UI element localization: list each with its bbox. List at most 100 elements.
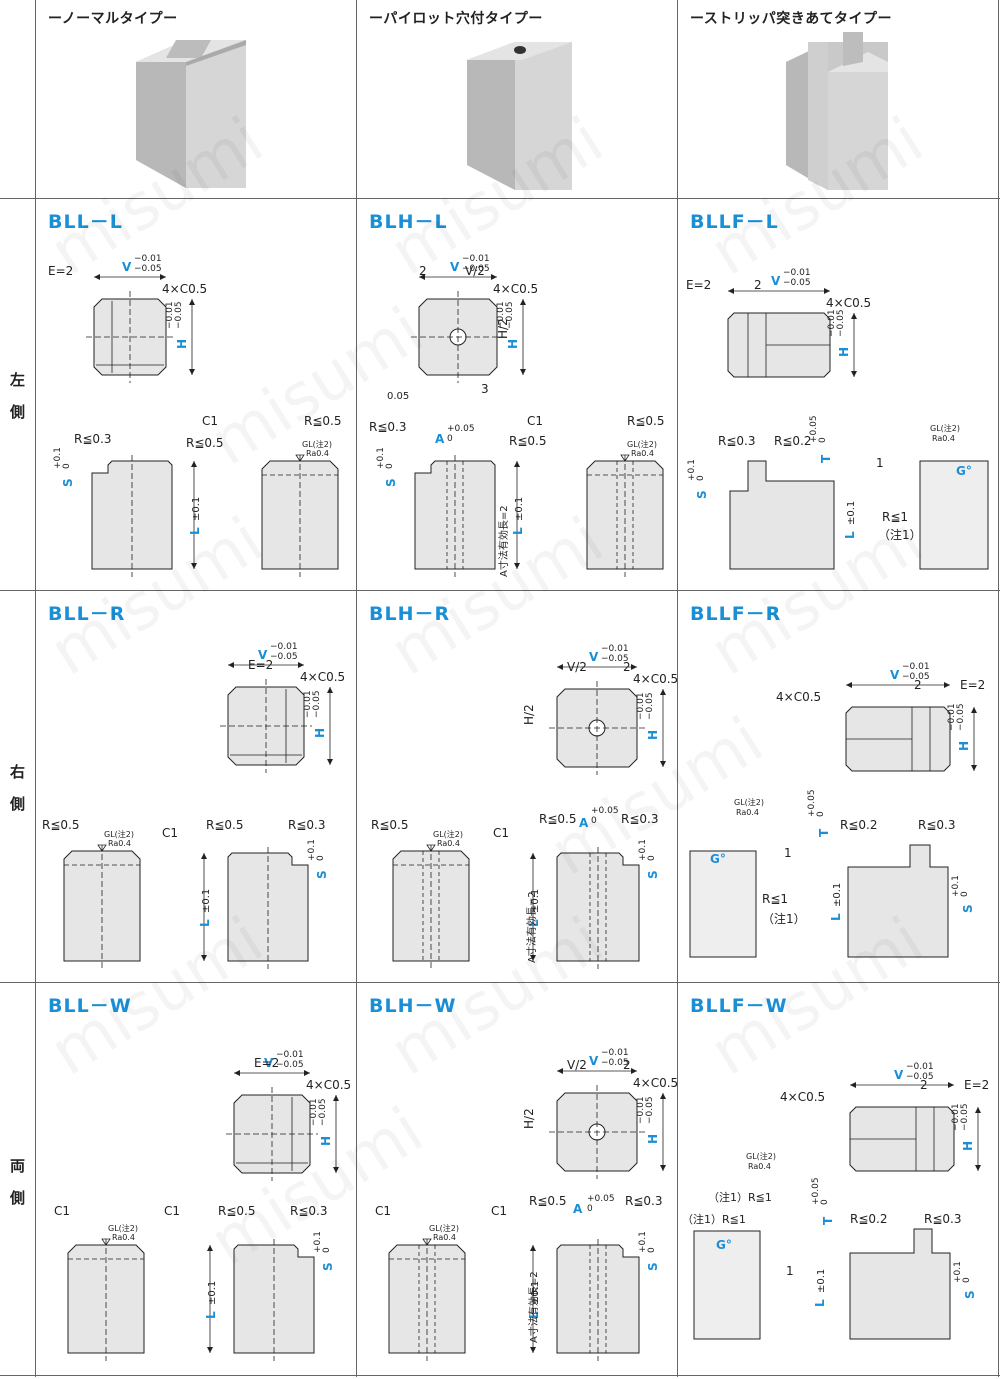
tolerance-lower: 0 [816,811,826,817]
radius-note: R≦0.3 [74,432,111,446]
tolerance-lower: 0 [322,1247,332,1253]
tolerance-lower: 0 [385,463,395,469]
radius-note: R≦0.3 [718,434,755,448]
tolerance-upper: −0.01 [636,692,646,720]
chamfer-note: C1 [493,826,509,840]
arrowhead [298,662,304,668]
surface-ra-note: Ra0.4 [932,434,955,443]
surface-gl-note: GL(注2) [104,829,134,839]
tolerance-lower: −0.05 [836,309,846,337]
arrowhead [851,313,857,319]
chamfer-note: C1 [202,414,218,428]
tolerance-upper: −0.01 [783,268,811,278]
header-normal-type: ーノーマルタイプー [36,0,356,198]
tolerance-lower: 0 [960,891,970,897]
chamfer-note: C1 [164,1204,180,1218]
arrowhead [846,682,852,688]
grid-line [356,0,357,1377]
arrowhead [189,299,195,305]
grid-line [0,590,1000,591]
arrowhead [530,1245,536,1251]
arrowhead [333,1167,339,1173]
tolerance-upper: +0.05 [811,1177,821,1205]
chamfer-note: 4×C0.5 [300,670,345,684]
part-outline [63,850,141,962]
arrowhead [850,1082,856,1088]
tolerance-upper: −0.01 [827,309,837,337]
radius-note: R≦0.3 [625,1194,662,1208]
arrowhead [631,664,637,670]
arrowhead [160,274,166,280]
arrowhead [189,369,195,375]
side-label-char: 右 [9,763,25,781]
surface-mark [97,844,107,852]
chamfer-note: C1 [527,414,543,428]
part-code: BLLF－R [690,603,782,625]
arrowhead [530,955,536,961]
radius-note: R≦0.5 [218,1204,255,1218]
arrowhead [631,1068,637,1074]
tolerance-lower: 0 [62,463,72,469]
dim-h2: H/2 [522,704,536,725]
tolerance-upper: +0.05 [807,789,817,817]
dim-s: S [963,1290,977,1299]
dim-l: L [198,919,212,927]
tolerance-lower: −0.05 [318,1098,328,1126]
arrowhead [201,853,207,859]
dim-1: 1 [876,456,884,470]
surface-gl-note: GL(注2) [930,423,960,433]
dim-e: E=2 [248,658,273,672]
arrowhead [520,299,526,305]
tolerance-upper: −0.01 [601,644,629,654]
tolerance-l: ±0.1 [201,889,212,913]
tolerance-lower: −0.05 [134,264,162,274]
tolerance-upper: +0.05 [809,415,819,443]
part-code: BLL－L [48,211,123,233]
dim-2: 2 [754,278,762,292]
tolerance-l: ±0.1 [832,883,843,907]
dim-l: L [527,1311,541,1319]
part-outline [849,1228,951,1340]
tolerance-lower: 0 [316,855,326,861]
drawing-bll-r: V−0.01−0.05H−0.01−0.054×C0.5E=2GL(注2)Ra0… [42,642,345,969]
tolerance-l: ±0.1 [191,497,202,521]
dim-v: V [122,260,132,274]
tolerance-l: ±0.1 [846,501,857,525]
arrowhead [201,955,207,961]
note-ref: （注1） [878,527,922,542]
radius-note: R≦0.5 [627,414,664,428]
surface-ra-note: Ra0.4 [433,1233,456,1242]
side-label-char: 両 [9,1157,25,1175]
tolerance-upper: −0.01 [309,1098,319,1126]
surface-ra-note: Ra0.4 [437,839,460,848]
dim-s: S [646,870,660,879]
dim-s: S [961,904,975,913]
dim-h: H [319,1136,333,1146]
dim-l: L [527,919,541,927]
tolerance-upper: −0.01 [636,1096,646,1124]
part-code: BLH－L [369,211,448,233]
surface-gl-note: GL(注2) [734,797,764,807]
radius-note: R≦0.3 [288,818,325,832]
surface-gl-note: GL(注2) [302,439,332,449]
side-label-char: 側 [9,795,25,813]
tolerance-l: ±0.1 [207,1281,218,1305]
part-outline [847,844,949,958]
tolerance-upper: −0.01 [601,1048,629,1058]
side-label-left: 左 側 [0,364,35,428]
dim-t: T [821,1216,835,1225]
arrowhead [327,759,333,765]
arrowhead [234,1070,240,1076]
side-label-right: 右 側 [0,756,35,820]
tolerance-lower: −0.05 [902,672,930,682]
radius-note: R≦0.3 [369,420,406,434]
surface-mark [620,454,630,462]
dim-e: E=2 [254,1056,279,1070]
arrowhead [94,274,100,280]
tolerance-lower: 0 [587,1204,593,1214]
header-title: ーノーマルタイプー [48,11,178,27]
dim-a: A [435,432,445,446]
